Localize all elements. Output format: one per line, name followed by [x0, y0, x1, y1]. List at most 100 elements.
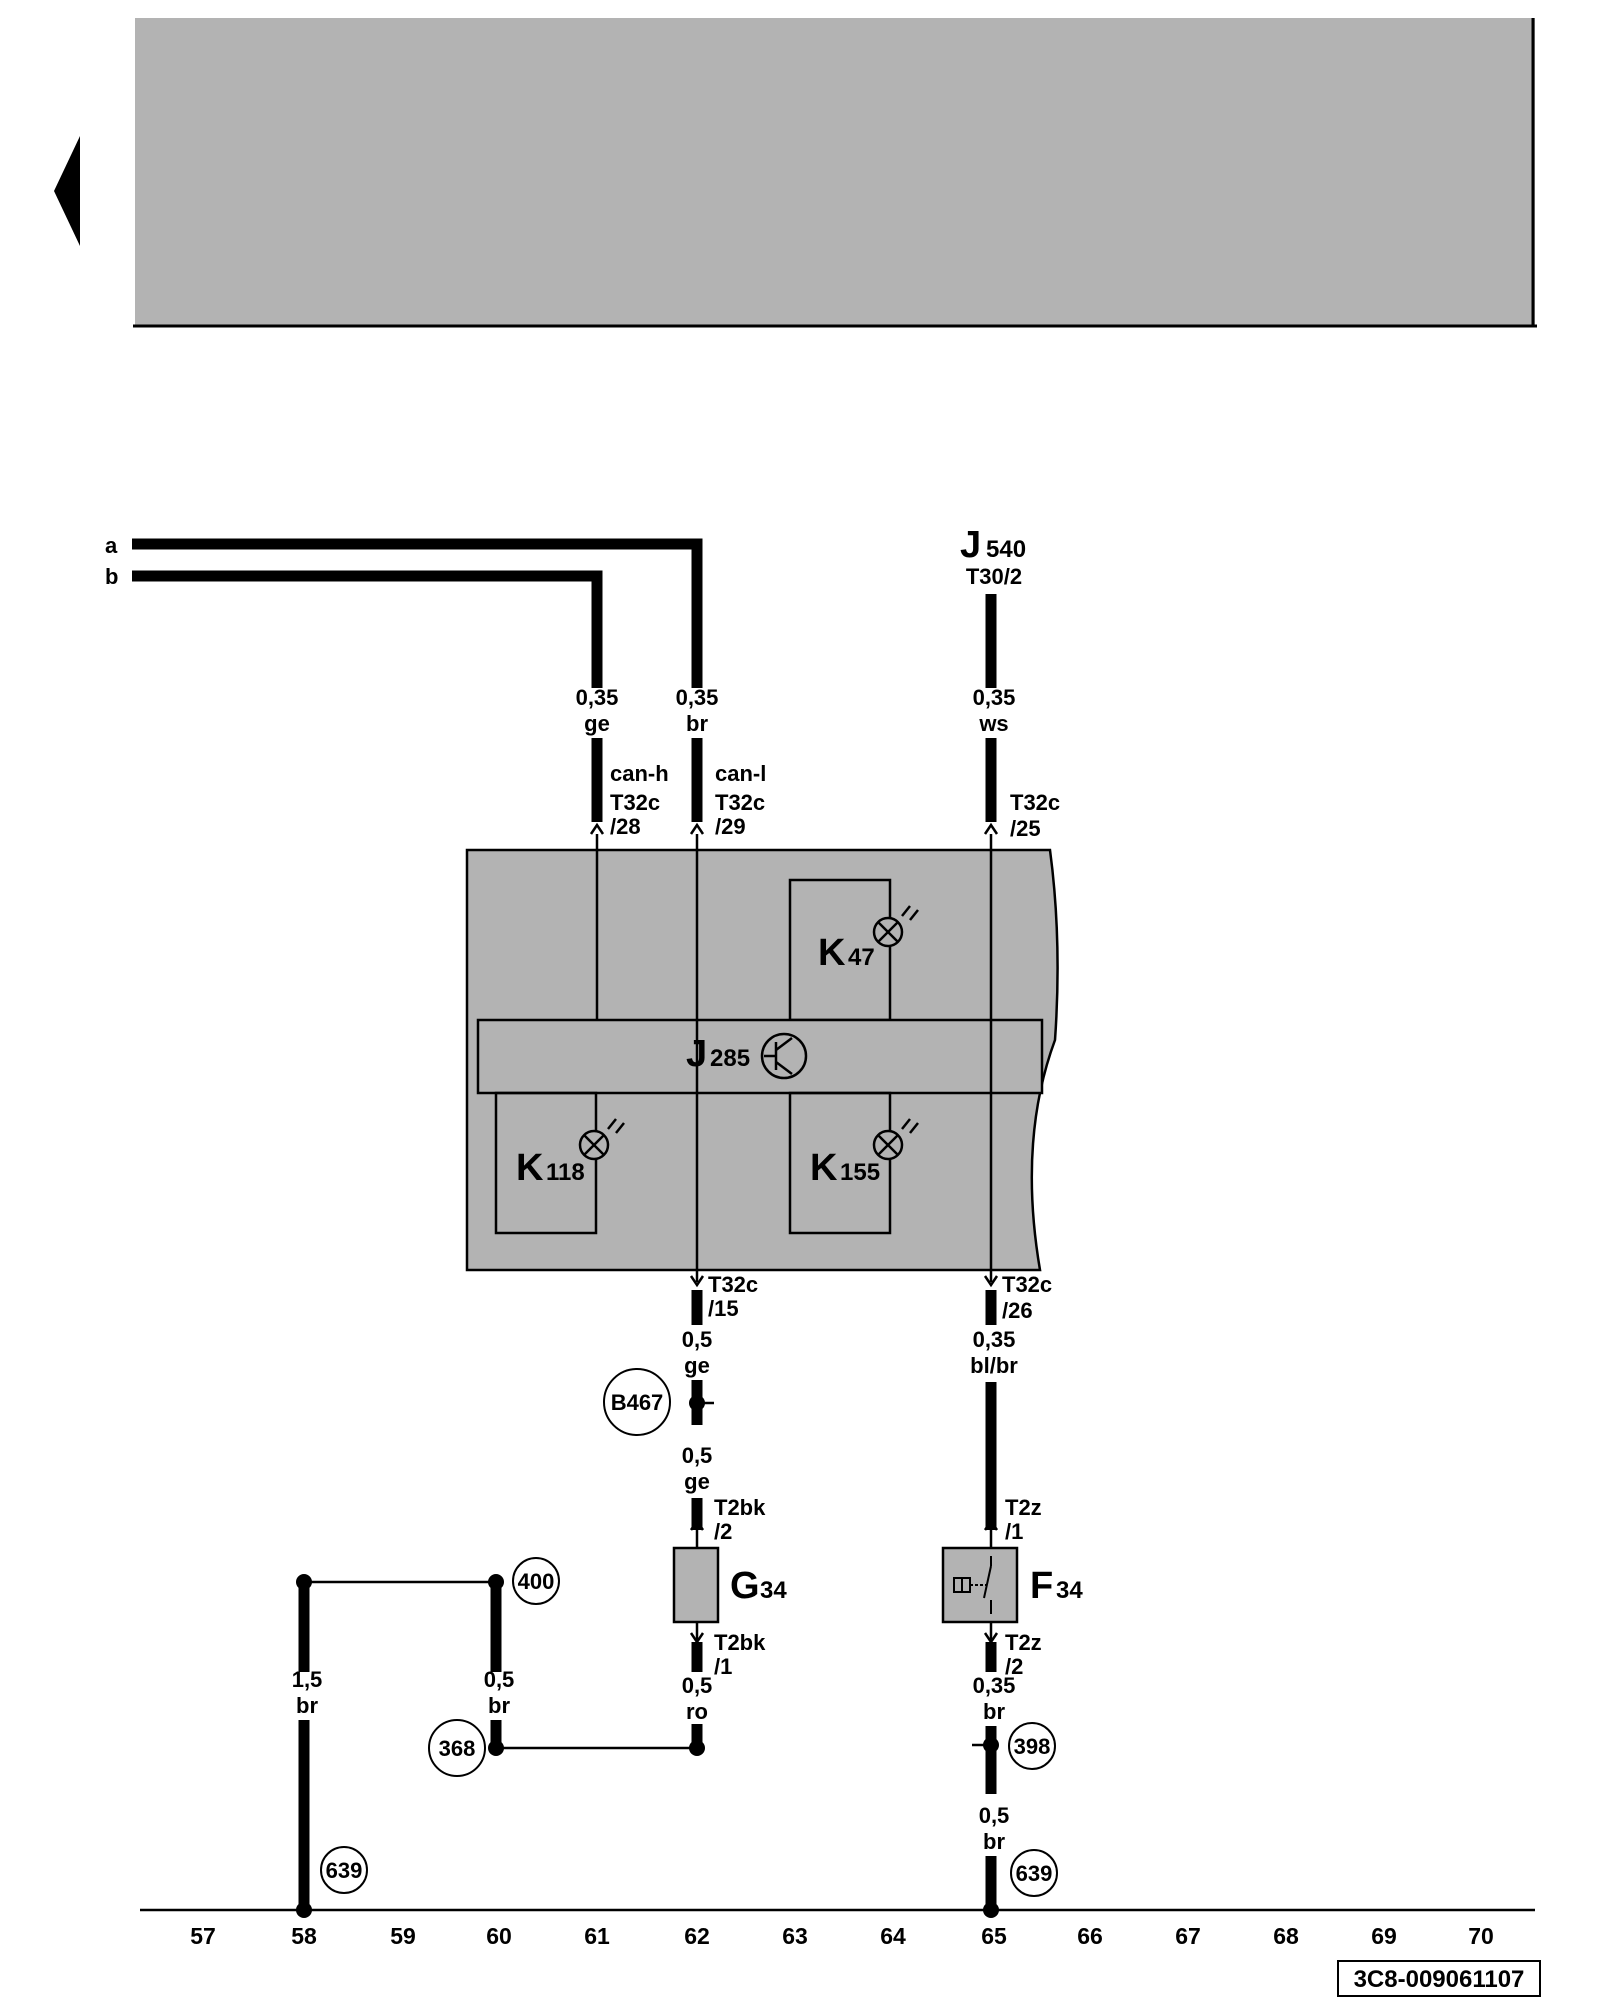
- ref-368-circle: [428, 1719, 486, 1777]
- k155-lamp-icon: [872, 1118, 919, 1161]
- track-number-59: 59: [390, 1923, 416, 1949]
- wire-br-60-size: 0,5: [484, 1667, 515, 1692]
- j285-sub: 285: [710, 1045, 750, 1072]
- track-number-61: 61: [584, 1923, 610, 1949]
- k47-lamp-icon: [872, 905, 919, 948]
- node-58-top-dot: [296, 1574, 312, 1590]
- k118-lamp-icon: [578, 1118, 625, 1161]
- c26-pin: /26: [1002, 1298, 1033, 1323]
- splice-398-dot: [983, 1737, 999, 1753]
- ref-639b-circle: [1010, 1849, 1058, 1897]
- pin-arrow-t2z1: [983, 1518, 999, 1531]
- wire-ge-mid-color: ge: [684, 1353, 710, 1378]
- ref-398-label: 398: [1014, 1734, 1051, 1759]
- track-number-62: 62: [684, 1923, 710, 1949]
- k155-letter: K: [810, 1147, 838, 1189]
- track-number-64: 64: [880, 1923, 906, 1949]
- c25-pin: /25: [1010, 816, 1041, 841]
- j285-letter: J: [686, 1033, 707, 1075]
- canh-connector: T32c: [610, 790, 660, 815]
- wire-blbr-color: bl/br: [970, 1353, 1018, 1378]
- canh-pin: /28: [610, 814, 641, 839]
- ref-639a-label: 639: [326, 1858, 363, 1883]
- wire-ws-color: ws: [978, 711, 1008, 736]
- wire-br-left-size: 1,5: [292, 1667, 323, 1692]
- wire-ge-low-color: ge: [684, 1469, 710, 1494]
- canl-connector: T32c: [715, 790, 765, 815]
- pin-arrow-25: [983, 822, 999, 835]
- ref-639b-label: 639: [1016, 1861, 1053, 1886]
- k155-box: [788, 1091, 892, 1235]
- c25-connector: T32c: [1010, 790, 1060, 815]
- c15-pin: /15: [708, 1296, 739, 1321]
- t2bk1-connector: T2bk: [714, 1630, 766, 1655]
- canh-label: can-h: [610, 761, 669, 786]
- wire-br-top-color: br: [686, 711, 708, 736]
- f34-letter: F: [1030, 1565, 1053, 1607]
- wire-ws-size: 0,35: [973, 685, 1016, 710]
- pin-arrow-15: [689, 1275, 705, 1288]
- c15-connector: T32c: [708, 1272, 758, 1297]
- t2z2-connector: T2z: [1005, 1630, 1042, 1655]
- diagram-code: 3C8-009061107: [1354, 1966, 1525, 1993]
- f34-sub: 34: [1056, 1577, 1083, 1604]
- ref-368-label: 368: [439, 1736, 476, 1761]
- track-number-67: 67: [1175, 1923, 1201, 1949]
- back-arrow-icon[interactable]: [54, 136, 80, 246]
- g34-letter: G: [730, 1565, 760, 1607]
- k47-sub: 47: [848, 944, 875, 971]
- pin-arrow-t2bk2: [689, 1518, 705, 1531]
- wire-a: [132, 538, 703, 688]
- pin-arrow-26: [983, 1275, 999, 1288]
- wire-br-top-size: 0,35: [676, 685, 719, 710]
- signal-a-label: a: [105, 533, 118, 558]
- track-number-58: 58: [291, 1923, 317, 1949]
- g34-sub: 34: [760, 1577, 787, 1604]
- t2bk2-pin: /2: [714, 1519, 732, 1544]
- wire-ro-size: 0,5: [682, 1673, 713, 1698]
- wire-ge-top-color: ge: [584, 711, 610, 736]
- canl-pin: /29: [715, 814, 746, 839]
- wire-br-bottom-color: br: [983, 1829, 1005, 1854]
- wire-blbr-size: 0,35: [973, 1327, 1016, 1352]
- splice-b467-dot: [689, 1395, 705, 1411]
- canl-label: can-l: [715, 761, 766, 786]
- track-number-63: 63: [782, 1923, 808, 1949]
- ref-b467-circle: [603, 1368, 671, 1436]
- track-number-65: 65: [981, 1923, 1007, 1949]
- wire-ge-mid-size: 0,5: [682, 1327, 713, 1352]
- g34-sensor: [672, 1546, 720, 1624]
- wire-br-f34-size: 0,35: [973, 1673, 1016, 1698]
- signal-b-label: b: [105, 564, 118, 589]
- track-number-69: 69: [1371, 1923, 1397, 1949]
- t2z1-pin: /1: [1005, 1519, 1023, 1544]
- j540-pin: T30/2: [966, 564, 1022, 589]
- j285-bar: [476, 1018, 1044, 1095]
- k47-letter: K: [818, 932, 846, 974]
- k118-box: [494, 1091, 598, 1235]
- k155-sub: 155: [840, 1159, 880, 1186]
- wire-b: [132, 570, 603, 688]
- t2bk1-pin: /1: [714, 1654, 732, 1679]
- track-number-60: 60: [486, 1923, 512, 1949]
- wire-ro-color: ro: [686, 1699, 708, 1724]
- node-400-dot: [488, 1574, 504, 1590]
- wire-br-60-color: br: [488, 1693, 510, 1718]
- ref-400-circle: [512, 1557, 560, 1605]
- wire-br-left-color: br: [296, 1693, 318, 1718]
- j540-sub: 540: [986, 536, 1026, 563]
- ref-400-label: 400: [518, 1569, 555, 1594]
- track-number-68: 68: [1273, 1923, 1299, 1949]
- header-band: [135, 18, 1535, 326]
- ref-398-circle: [1008, 1722, 1056, 1770]
- j285-transistor-icon: [760, 1032, 808, 1080]
- ref-b467-label: B467: [611, 1390, 664, 1415]
- wire-ge-top-size: 0,35: [576, 685, 619, 710]
- track-number-57: 57: [190, 1923, 216, 1949]
- wire-br-bottom-size: 0,5: [979, 1803, 1010, 1828]
- ref-639a-circle: [320, 1846, 368, 1894]
- t2z2-pin: /2: [1005, 1654, 1023, 1679]
- c26-connector: T32c: [1002, 1272, 1052, 1297]
